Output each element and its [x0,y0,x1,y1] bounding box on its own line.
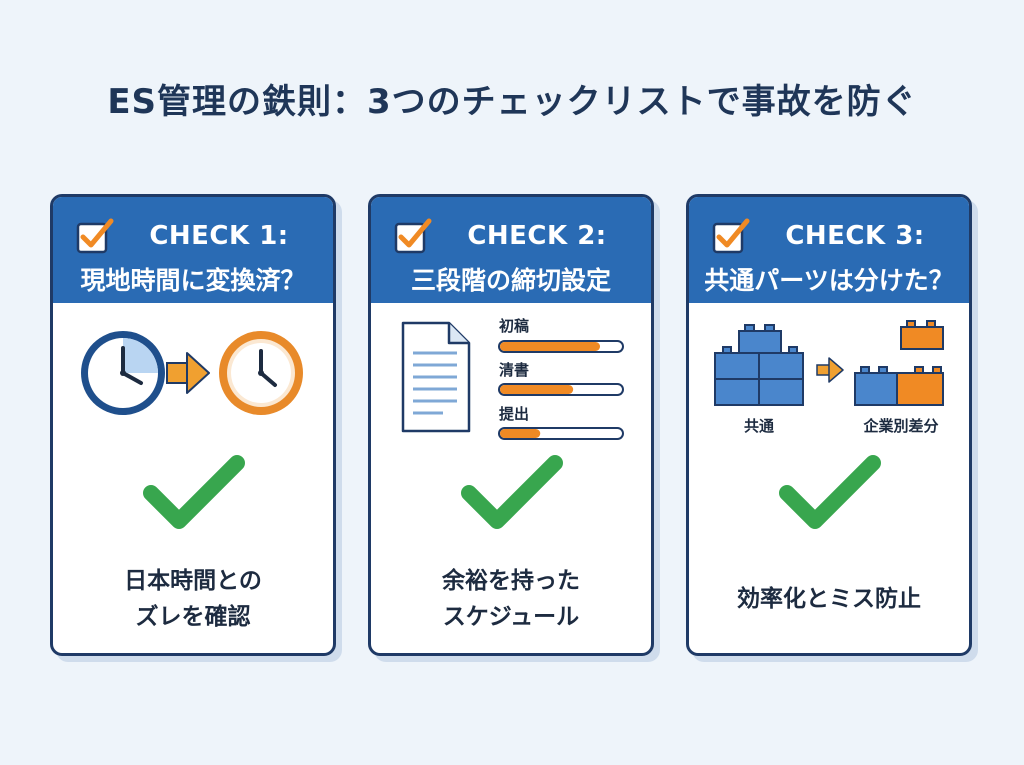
progress-fill [500,342,601,351]
block-label: 企業別差分 [862,417,938,435]
check-label: CHECK 3: [785,221,925,251]
arrow-right-icon [166,352,210,394]
clock-icon [81,331,165,415]
checkmark-icon [461,455,563,529]
arrow-right-icon [816,357,844,383]
stage-label: 提出 [499,405,529,423]
card-header: CHECK 2: 三段階の締切設定 [371,197,651,303]
result-line: 効率化とミス防止 [737,586,921,612]
page-title: ES管理の鉄則：3つのチェックリストで事故を防ぐ [107,82,917,122]
clock-icon [219,331,303,415]
clock-conversion-illustration [81,331,303,415]
result-line: 余裕を持った [442,568,580,594]
checkbox-checked-icon [76,218,114,254]
result-line: 日本時間との [124,568,262,594]
check-heading: 共通パーツは分けた？ [704,266,954,295]
result-line: ズレを確認 [135,604,251,630]
common-blocks-icon [714,324,804,406]
schedule-illustration: 初稿 清書 提出 [401,317,624,440]
document-icon [401,321,471,433]
checklist-card-1: CHECK 1: 現地時間に変換済？ 日本時間との ズレを確認 [50,194,336,656]
checkbox-checked-icon [712,218,750,254]
result-line: スケジュール [442,604,580,630]
card-header: CHECK 1: 現地時間に変換済？ [53,197,333,303]
progress-fill [500,429,541,438]
check-label: CHECK 1: [149,221,289,251]
progress-fill [500,385,574,394]
checkmark-icon [143,455,245,529]
building-blocks-illustration: 共通 企業別差分 [714,320,944,435]
block-label: 共通 [744,417,774,435]
company-diff-blocks-icon [854,320,944,406]
check-label: CHECK 2: [467,221,607,251]
checklist-card-3: CHECK 3: 共通パーツは分けた？ [686,194,972,656]
checkmark-icon [779,455,881,529]
check-heading: 三段階の締切設定 [410,266,611,295]
check-heading: 現地時間に変換済？ [80,266,306,295]
stage-label: 清書 [499,361,529,379]
checkbox-checked-icon [394,218,432,254]
card-header: CHECK 3: 共通パーツは分けた？ [689,197,969,303]
stage-label: 初稿 [499,317,529,335]
checklist-card-2: CHECK 2: 三段階の締切設定 初稿 清書 提出 余裕を持った スケジュール [368,194,654,656]
